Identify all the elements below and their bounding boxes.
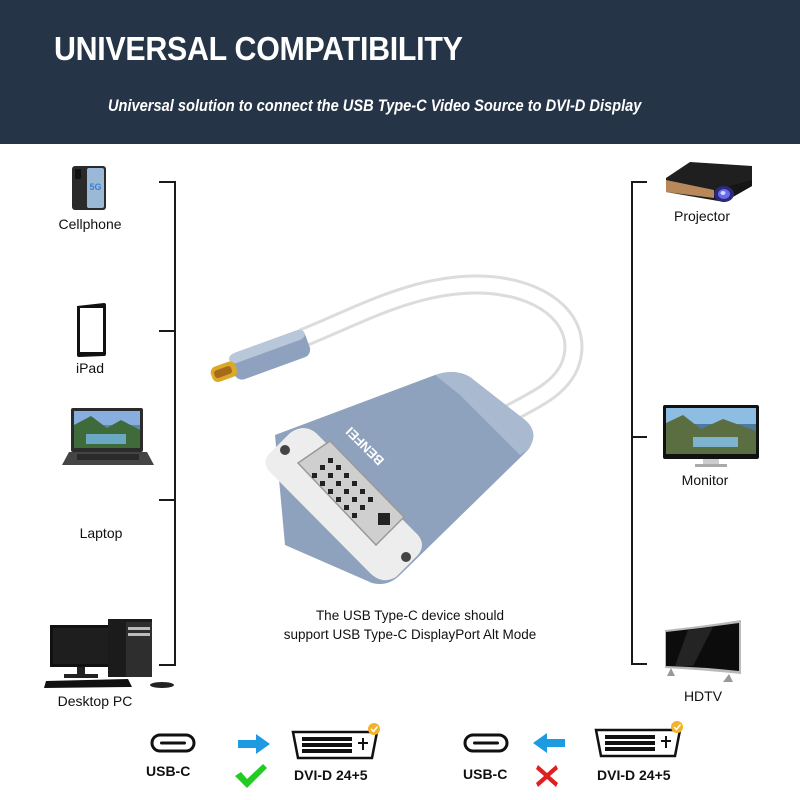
note-line-1: The USB Type-C device should: [315, 608, 505, 623]
tablet-icon: [75, 302, 107, 358]
projector-icon: [662, 158, 756, 204]
arrow-left-icon: [533, 733, 565, 753]
from-label: USB-C: [146, 763, 191, 779]
to-label: DVI-D 24+5: [597, 767, 671, 783]
page-title: UNIVERSAL COMPATIBILITY: [54, 30, 463, 67]
source-label-ipad: iPad: [75, 360, 105, 376]
svg-text:5G: 5G: [89, 182, 101, 192]
monitor-icon: [663, 405, 759, 469]
smartphone-5g-icon: 5G: [72, 166, 106, 210]
usb-c-to-dvi-adapter-image: BENFEI: [190, 255, 590, 595]
dvi-port-icon: [290, 722, 382, 762]
header-banner: UNIVERSAL COMPATIBILITY Universal soluti…: [0, 0, 800, 144]
usb-c-port-icon: [150, 733, 196, 753]
cross-icon: [536, 765, 558, 787]
desktop-pc-icon: [44, 617, 176, 689]
compatibility-note: The USB Type-C device should support USB…: [240, 606, 580, 644]
curved-tv-icon: [663, 620, 745, 684]
page-subtitle: Universal solution to connect the USB Ty…: [108, 96, 642, 115]
to-label: DVI-D 24+5: [294, 767, 368, 783]
laptop-icon: [61, 408, 155, 466]
display-label-projector: Projector: [673, 208, 731, 224]
source-label-desktop-pc: Desktop PC: [57, 693, 133, 709]
note-line-2: support USB Type-C DisplayPort Alt Mode: [283, 627, 537, 642]
usb-c-port-icon: [463, 733, 509, 753]
arrow-right-icon: [238, 734, 270, 754]
source-label-cellphone: Cellphone: [58, 216, 122, 232]
display-label-monitor: Monitor: [681, 472, 729, 488]
from-label: USB-C: [463, 766, 508, 782]
display-label-hdtv: HDTV: [683, 688, 723, 704]
check-icon: [235, 764, 267, 788]
dvi-port-icon: [593, 720, 685, 760]
source-label-laptop: Laptop: [79, 525, 123, 541]
